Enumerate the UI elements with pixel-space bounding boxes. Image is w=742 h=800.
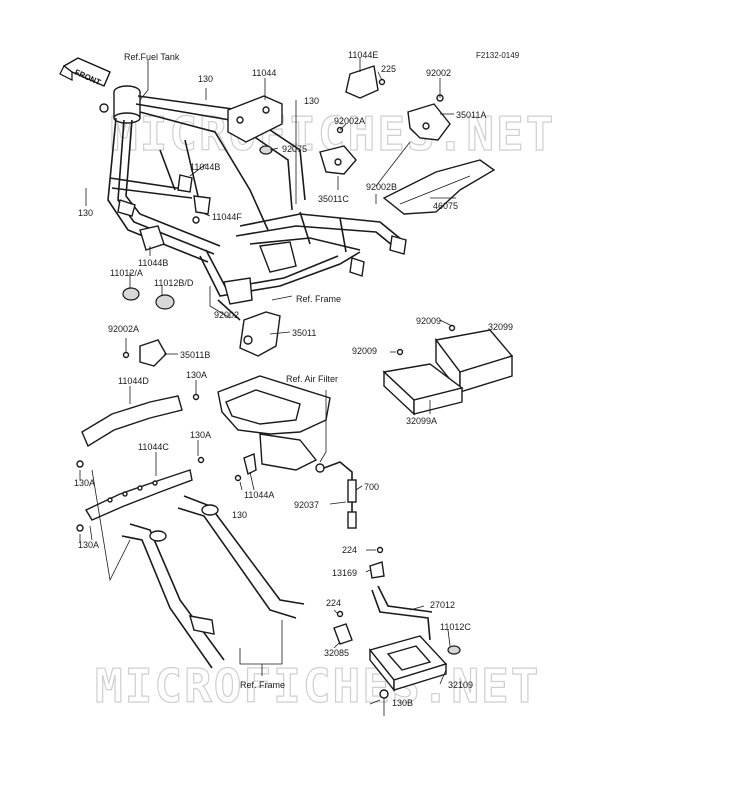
label-92002-b: 92002 bbox=[214, 310, 239, 320]
label-35011: 35011 bbox=[292, 328, 316, 338]
cover-46075 bbox=[382, 159, 496, 215]
label-ref-fuel-tank: Ref.Fuel Tank bbox=[124, 52, 180, 62]
label-130a-b: 130A bbox=[190, 430, 211, 440]
label-130-a: 130 bbox=[198, 74, 213, 84]
label-130-b: 130 bbox=[304, 96, 319, 106]
label-130b: 130B bbox=[392, 698, 413, 708]
bracket-11044e bbox=[345, 65, 379, 99]
label-92075: 92075 bbox=[282, 144, 307, 154]
label-130a-a: 130A bbox=[186, 370, 207, 380]
rear-subframe-right bbox=[177, 495, 305, 619]
bracket-11044b bbox=[139, 225, 165, 251]
strap-27012 bbox=[371, 589, 431, 641]
leader-lines bbox=[79, 58, 456, 705]
label-92002a-b: 92002A bbox=[108, 324, 139, 334]
label-700: 700 bbox=[364, 482, 379, 492]
label-11044d: 11044D bbox=[118, 376, 149, 386]
box-32099 bbox=[434, 324, 514, 394]
label-35011a: 35011A bbox=[456, 110, 486, 120]
label-32085: 32085 bbox=[324, 648, 349, 658]
label-27012: 27012 bbox=[430, 600, 455, 610]
tray-32109 bbox=[368, 635, 448, 692]
label-11012a: 11012/A bbox=[110, 268, 143, 278]
label-46075: 46075 bbox=[433, 201, 458, 211]
label-32109: 32109 bbox=[448, 680, 473, 690]
bracket-11044a bbox=[243, 453, 257, 476]
label-ref-frame-top: Ref. Frame bbox=[296, 294, 341, 304]
label-11044e: 11044E bbox=[348, 50, 378, 60]
label-130-c: 130 bbox=[78, 208, 93, 218]
front-arrow-icon: FRONT bbox=[59, 57, 111, 87]
label-130a-c: 130A bbox=[74, 478, 95, 488]
label-35011c: 35011C bbox=[318, 194, 349, 204]
bracket-11044d bbox=[81, 395, 183, 448]
label-130-d: 130 bbox=[232, 510, 247, 520]
label-92002b: 92002B bbox=[366, 182, 397, 192]
figure-code: F2132-0149 bbox=[476, 51, 520, 60]
label-13169: 13169 bbox=[332, 568, 357, 578]
label-11044a: 11044A bbox=[244, 490, 274, 500]
bracket-11044c bbox=[85, 469, 193, 521]
bracket-35011 bbox=[239, 311, 281, 357]
label-92009-b: 92009 bbox=[352, 346, 377, 356]
collar-92075 bbox=[259, 145, 273, 155]
bracket-35011b bbox=[139, 339, 167, 367]
grommet-11012c bbox=[447, 645, 461, 655]
label-35011b: 35011B bbox=[180, 350, 210, 360]
watermark-bottom: MICROFICHES.NET bbox=[95, 659, 540, 713]
clip-13169 bbox=[369, 561, 385, 579]
label-32099: 32099 bbox=[488, 322, 513, 332]
clip-32085 bbox=[333, 623, 353, 645]
label-92009-a: 92009 bbox=[416, 316, 441, 326]
label-11044f: 11044F bbox=[212, 212, 242, 222]
label-92002-a: 92002 bbox=[426, 68, 451, 78]
bolt-130b-icon bbox=[379, 689, 389, 699]
grommet-11012bd bbox=[155, 294, 175, 310]
air-filter-housing bbox=[217, 375, 331, 473]
label-92037: 92037 bbox=[294, 500, 319, 510]
rear-subframe-left bbox=[121, 523, 225, 669]
box-32099a bbox=[382, 348, 464, 416]
label-11012c: 11012C bbox=[440, 622, 471, 632]
label-11044b-a: 11044B bbox=[190, 162, 220, 172]
main-frame-drawing bbox=[99, 85, 407, 321]
label-11012bd: 11012B/D bbox=[154, 278, 194, 288]
label-92002a-a: 92002A bbox=[334, 116, 365, 126]
label-32099a: 32099A bbox=[406, 416, 437, 426]
label-ref-frame-bottom: Ref. Frame bbox=[240, 680, 285, 690]
label-11044c: 11044C bbox=[138, 442, 169, 452]
bracket-35011a bbox=[407, 103, 451, 141]
label-130a-d: 130A bbox=[78, 540, 99, 550]
label-ref-air-filter: Ref. Air Filter bbox=[286, 374, 338, 384]
label-224-b: 224 bbox=[326, 598, 341, 608]
label-225: 225 bbox=[381, 64, 396, 74]
label-224-a: 224 bbox=[342, 545, 357, 555]
label-11044: 11044 bbox=[252, 68, 276, 78]
label-11044b-b: 11044B bbox=[138, 258, 168, 268]
grommet-11012a bbox=[122, 287, 140, 301]
